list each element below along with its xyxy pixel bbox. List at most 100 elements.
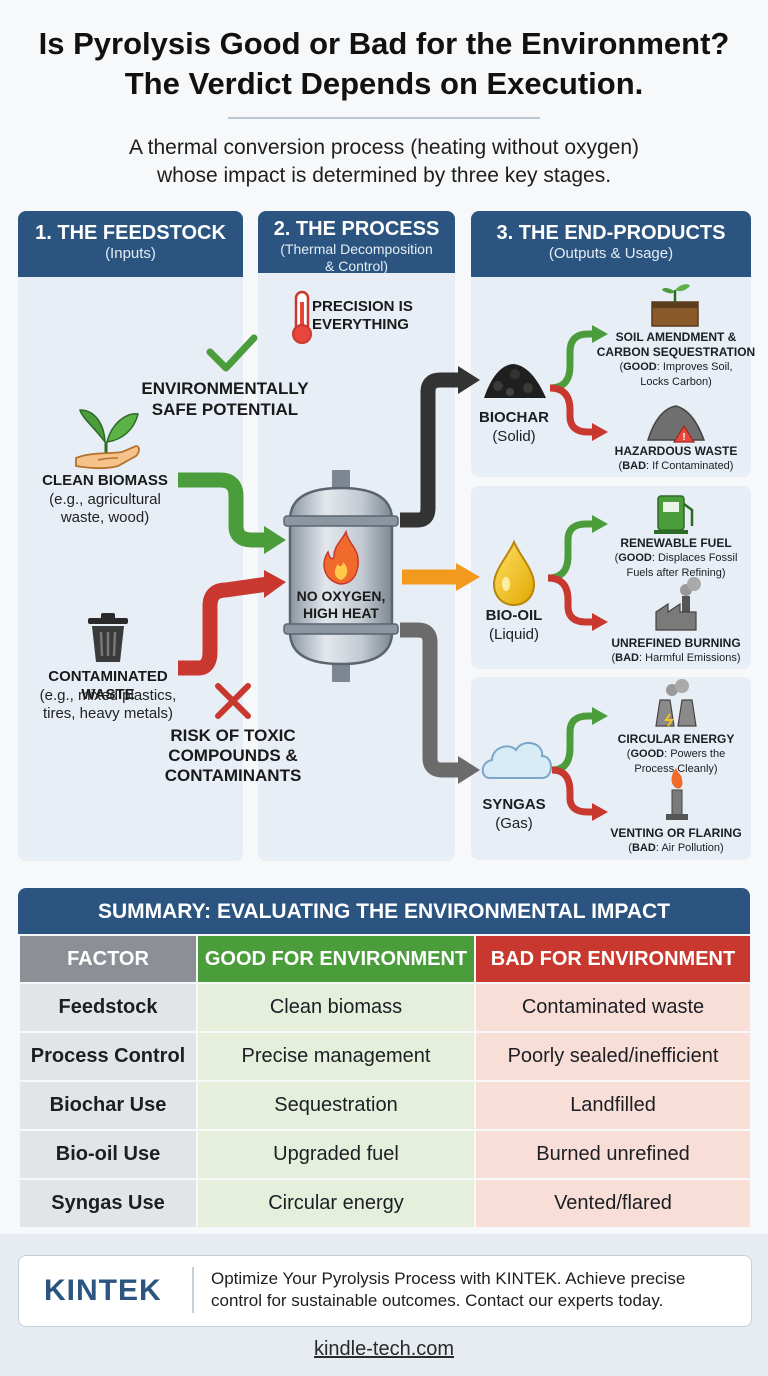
cta-text: Optimize Your Pyrolysis Process with KIN… bbox=[211, 1268, 741, 1312]
logo-divider bbox=[192, 1267, 194, 1313]
hazard-pile-icon: ! bbox=[646, 405, 706, 443]
biochar-label: BIOCHAR (Solid) bbox=[472, 408, 556, 446]
biochar-good-arrow bbox=[549, 325, 608, 392]
biochar-good-title-1: SOIL AMENDMENT & bbox=[615, 330, 737, 344]
title-divider bbox=[228, 117, 540, 119]
bad-tag: BAD bbox=[615, 652, 640, 664]
syngas-good-desc-2: Process Cleanly) bbox=[634, 763, 718, 775]
bad-cell: Landfilled bbox=[476, 1082, 750, 1129]
factor-cell: Process Control bbox=[20, 1033, 196, 1080]
biooil-good-title: RENEWABLE FUEL bbox=[620, 536, 732, 550]
bad-cell: Contaminated waste bbox=[476, 984, 750, 1031]
biochar-output-arrow bbox=[400, 366, 480, 528]
safe-label-line-1: ENVIRONMENTALLY bbox=[141, 379, 309, 398]
syngas-bad-desc-text: : Air Pollution) bbox=[655, 842, 724, 854]
plant-hand-icon bbox=[75, 409, 140, 470]
cross-icon bbox=[215, 683, 251, 719]
products-subheading: (Outputs & Usage) bbox=[548, 245, 674, 262]
bad-tag: BAD bbox=[631, 842, 656, 854]
biooil-bad-desc: (BAD: Harmful Emissions) bbox=[611, 652, 741, 664]
good-cell: Clean biomass bbox=[198, 984, 474, 1031]
contam-desc-line-2: tires, heavy metals) bbox=[42, 705, 174, 722]
biooil-good-outcome: RENEWABLE FUEL (GOOD: Displaces Fossil F… bbox=[596, 536, 756, 581]
biooil-bad-desc-text: : Harmful Emissions) bbox=[639, 652, 741, 664]
clean-input-arrow bbox=[178, 472, 286, 554]
thermometer-icon bbox=[292, 290, 312, 344]
factory-icon bbox=[655, 577, 701, 631]
biooil-good-desc-1: (GOOD: Displaces Fossil bbox=[614, 552, 738, 564]
syngas-output-arrow bbox=[400, 622, 480, 784]
feedstock-column: 1. THE FEEDSTOCK (Inputs) bbox=[18, 211, 243, 861]
syngas-name: SYNGAS bbox=[482, 796, 546, 813]
contaminated-waste-desc: (e.g., mixed plastics, tires, heavy meta… bbox=[20, 687, 196, 723]
biooil-good-desc-text: : Displaces Fossil bbox=[651, 552, 738, 564]
factor-column-header: FACTOR bbox=[20, 936, 196, 982]
summary-table: FACTOR GOOD FOR ENVIRONMENT BAD FOR ENVI… bbox=[18, 934, 752, 1229]
table-row: Bio-oil Use Upgraded fuel Burned unrefin… bbox=[20, 1131, 750, 1178]
good-cell: Upgraded fuel bbox=[198, 1131, 474, 1178]
precision-line-2: EVERYTHING bbox=[312, 316, 409, 333]
biochar-bad-arrow bbox=[549, 384, 608, 441]
risk-line-1: RISK OF TOXIC bbox=[170, 726, 296, 745]
biochar-bad-outcome: HAZARDOUS WASTE (BAD: If Contaminated) bbox=[596, 444, 756, 474]
biooil-good-arrow bbox=[547, 515, 608, 582]
kintek-logo: KINTEK bbox=[44, 1274, 162, 1307]
biochar-bad-desc-text: : If Contaminated) bbox=[646, 460, 734, 472]
clean-desc-line-2: waste, wood) bbox=[60, 509, 150, 526]
summary-heading: SUMMARY: EVALUATING THE ENVIRONMENTAL IM… bbox=[18, 888, 750, 934]
clean-desc-line-1: (e.g., agricultural bbox=[49, 491, 161, 508]
bad-column-header: BAD FOR ENVIRONMENT bbox=[476, 936, 750, 982]
biochar-good-desc-1: (GOOD: Improves Soil, bbox=[619, 361, 733, 373]
table-row: Feedstock Clean biomass Contaminated was… bbox=[20, 984, 750, 1031]
clean-biomass-desc: (e.g., agricultural waste, wood) bbox=[30, 491, 180, 527]
table-row: Process Control Precise management Poorl… bbox=[20, 1033, 750, 1080]
table-row: Syngas Use Circular energy Vented/flared bbox=[20, 1180, 750, 1227]
biooil-name: BIO-OIL bbox=[485, 607, 543, 624]
soil-sprout-icon bbox=[651, 284, 699, 327]
biochar-bad-title: HAZARDOUS WASTE bbox=[614, 444, 738, 458]
website-link[interactable]: kindle-tech.com bbox=[313, 1338, 455, 1360]
contaminated-input-arrow bbox=[178, 570, 286, 676]
syngas-state: (Gas) bbox=[495, 815, 533, 832]
factor-cell: Bio-oil Use bbox=[20, 1131, 196, 1178]
good-tag: GOOD bbox=[623, 361, 657, 373]
feedstock-heading: 1. THE FEEDSTOCK bbox=[35, 222, 226, 244]
bad-cell: Burned unrefined bbox=[476, 1131, 750, 1178]
process-subheading-1: (Thermal Decomposition bbox=[280, 241, 433, 257]
subtitle-line-1: A thermal conversion process (heating wi… bbox=[128, 136, 640, 159]
toxic-risk-label: RISK OF TOXIC COMPOUNDS & CONTAMINANTS bbox=[156, 726, 310, 786]
svg-text:!: ! bbox=[682, 432, 685, 443]
biochar-good-desc-2: Locks Carbon) bbox=[640, 376, 712, 388]
biochar-state: (Solid) bbox=[492, 428, 536, 445]
subtitle: A thermal conversion process (heating wi… bbox=[0, 134, 768, 190]
gas-cloud-icon bbox=[481, 741, 552, 779]
syngas-good-desc-text: : Powers the bbox=[664, 748, 726, 760]
bad-cell: Vented/flared bbox=[476, 1180, 750, 1227]
biochar-bad-desc: (BAD: If Contaminated) bbox=[618, 460, 734, 472]
flare-stack-icon bbox=[666, 768, 688, 820]
risk-line-3: CONTAMINANTS bbox=[164, 766, 302, 785]
process-subheading-2: & Control) bbox=[324, 258, 389, 274]
contam-desc-line-1: (e.g., mixed plastics, bbox=[39, 687, 177, 704]
check-icon bbox=[206, 334, 258, 372]
oil-drop-icon bbox=[492, 539, 536, 607]
biooil-state: (Liquid) bbox=[488, 626, 540, 643]
syngas-label: SYNGAS (Gas) bbox=[472, 795, 556, 833]
syngas-good-title: CIRCULAR ENERGY bbox=[617, 732, 735, 746]
bad-cell: Poorly sealed/inefficient bbox=[476, 1033, 750, 1080]
contaminated-waste-title: CONTAMINATED WASTE bbox=[48, 668, 168, 703]
feedstock-subheading: (Inputs) bbox=[105, 245, 156, 262]
syngas-bad-title: VENTING OR FLARING bbox=[610, 826, 742, 840]
clean-biomass-title: CLEAN BIOMASS bbox=[42, 472, 168, 489]
safe-label-line-2: SAFE POTENTIAL bbox=[151, 400, 299, 419]
process-header: 2. THE PROCESS (Thermal Decomposition & … bbox=[258, 211, 455, 274]
title-line-2: The Verdict Depends on Execution. bbox=[124, 66, 644, 101]
syngas-bad-desc: (BAD: Air Pollution) bbox=[628, 842, 724, 854]
good-column-header: GOOD FOR ENVIRONMENT bbox=[198, 936, 474, 982]
biooil-bad-outcome: UNREFINED BURNING (BAD: Harmful Emission… bbox=[596, 636, 756, 666]
good-cell: Sequestration bbox=[198, 1082, 474, 1129]
pyrolysis-flow-diagram: ! bbox=[75, 284, 706, 821]
reactor-line-1: NO OXYGEN, bbox=[296, 588, 386, 604]
syngas-good-arrow bbox=[551, 707, 608, 774]
fuel-pump-icon bbox=[654, 495, 694, 534]
